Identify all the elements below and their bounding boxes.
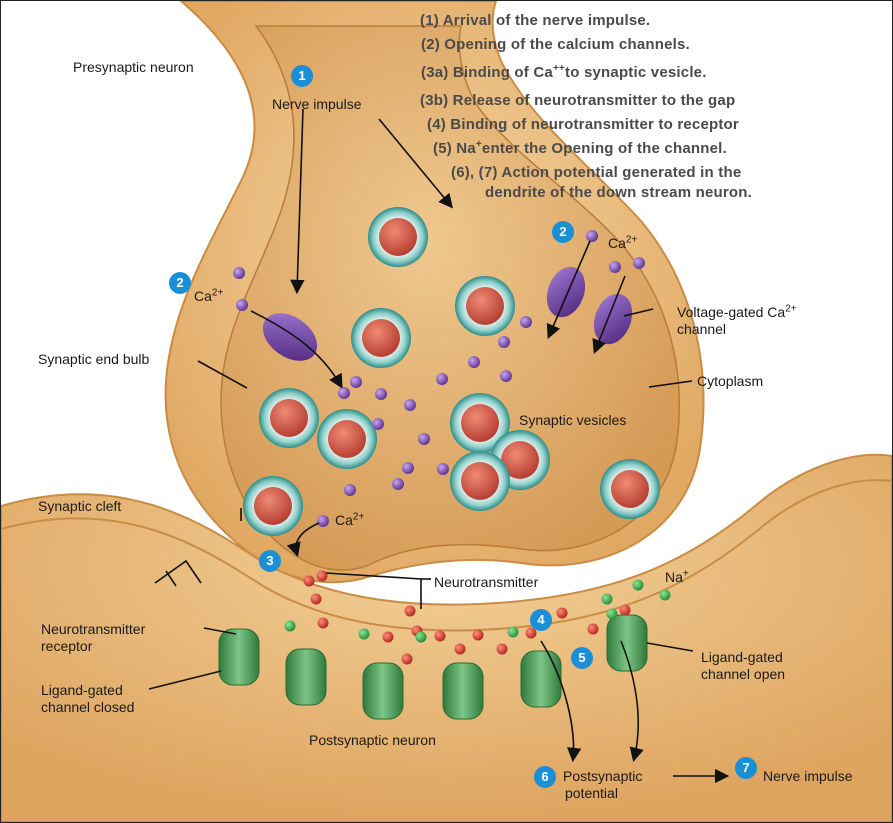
- badge-3: 3: [259, 550, 281, 572]
- step-6-7-line1: (6), (7) Action potential generated in t…: [451, 163, 741, 182]
- label-cytoplasm: Cytoplasm: [697, 373, 763, 390]
- label-neurotransmitter: Neurotransmitter: [434, 574, 538, 591]
- voltage-gated-sup: 2+: [785, 303, 796, 314]
- badge-4: 4: [530, 609, 552, 631]
- label-voltage-gated: Voltage-gated Ca2+ channel: [677, 304, 797, 338]
- step-5-prefix: (5) Na: [433, 140, 476, 157]
- step-3a-prefix: (3a) Binding of Ca: [421, 64, 553, 81]
- step-3a-suffix: to synaptic vesicle.: [565, 64, 707, 81]
- ligand-closed-line1: Ligand-gated: [41, 682, 123, 698]
- badge-7: 7: [735, 757, 757, 779]
- badge-2-right: 2: [552, 221, 574, 243]
- label-neurotransmitter-receptor: Neurotransmitterreceptor: [41, 621, 145, 655]
- label-synaptic-vesicles: Synaptic vesicles: [519, 412, 626, 429]
- label-nerve-impulse-top: Nerve impulse: [272, 96, 361, 113]
- ligand-open-line1: Ligand-gated: [701, 649, 783, 665]
- ligand-closed-line2: channel closed: [41, 699, 134, 715]
- step-3a-superscript: ++: [553, 63, 565, 74]
- badge-5: 5: [571, 647, 593, 669]
- ca-right-text: Ca: [608, 235, 626, 251]
- postsynaptic-potential-line1: Postsynaptic: [563, 768, 642, 784]
- step-3a: (3a) Binding of Ca++to synaptic vesicle.: [421, 63, 707, 82]
- label-presynaptic-neuron: Presynaptic neuron: [73, 59, 194, 76]
- na-text: Na: [665, 569, 683, 585]
- label-synaptic-cleft: Synaptic cleft: [38, 498, 121, 515]
- step-6-7-line2: dendrite of the down stream neuron.: [485, 183, 752, 202]
- step-5-suffix: enter the Opening of the channel.: [482, 140, 727, 157]
- ca-left-sup: 2+: [212, 287, 223, 298]
- badge-6: 6: [534, 766, 556, 788]
- step-3b: (3b) Release of neurotransmitter to the …: [420, 91, 735, 110]
- label-synaptic-end-bulb: Synaptic end bulb: [38, 351, 149, 368]
- label-ligand-gated-closed: Ligand-gatedchannel closed: [41, 682, 134, 716]
- ca-left-text: Ca: [194, 288, 212, 304]
- badge-1: 1: [291, 65, 313, 87]
- ca-bottom-text: Ca: [335, 512, 353, 528]
- label-ca-left: Ca2+: [194, 288, 223, 305]
- label-ligand-gated-open: Ligand-gatedchannel open: [701, 649, 785, 683]
- step-5: (5) Na+enter the Opening of the channel.: [433, 139, 727, 158]
- ca-bottom-sup: 2+: [353, 511, 364, 522]
- ligand-open-line2: channel open: [701, 666, 785, 682]
- nt-receptor-line1: Neurotransmitter: [41, 621, 145, 637]
- nt-receptor-line2: receptor: [41, 638, 92, 654]
- step-1: (1) Arrival of the nerve impulse.: [420, 11, 650, 30]
- ca-right-sup: 2+: [626, 234, 637, 245]
- label-postsynaptic-neuron: Postsynaptic neuron: [309, 732, 436, 749]
- step-2: (2) Opening of the calcium channels.: [421, 35, 690, 54]
- label-ca-right: Ca2+: [608, 235, 637, 252]
- label-postsynaptic-potential: Postsynapticpotential: [563, 768, 642, 802]
- label-ca-bottom: Ca2+: [335, 512, 364, 529]
- voltage-gated-line1: Voltage-gated Ca: [677, 304, 785, 320]
- label-na: Na+: [665, 569, 689, 586]
- label-nerve-impulse-bottom: Nerve impulse: [763, 768, 852, 785]
- voltage-gated-line2: channel: [677, 321, 726, 337]
- postsynaptic-potential-line2: potential: [563, 785, 618, 801]
- na-sup: +: [683, 568, 689, 579]
- step-4: (4) Binding of neurotransmitter to recep…: [427, 115, 739, 134]
- badge-2-left: 2: [169, 272, 191, 294]
